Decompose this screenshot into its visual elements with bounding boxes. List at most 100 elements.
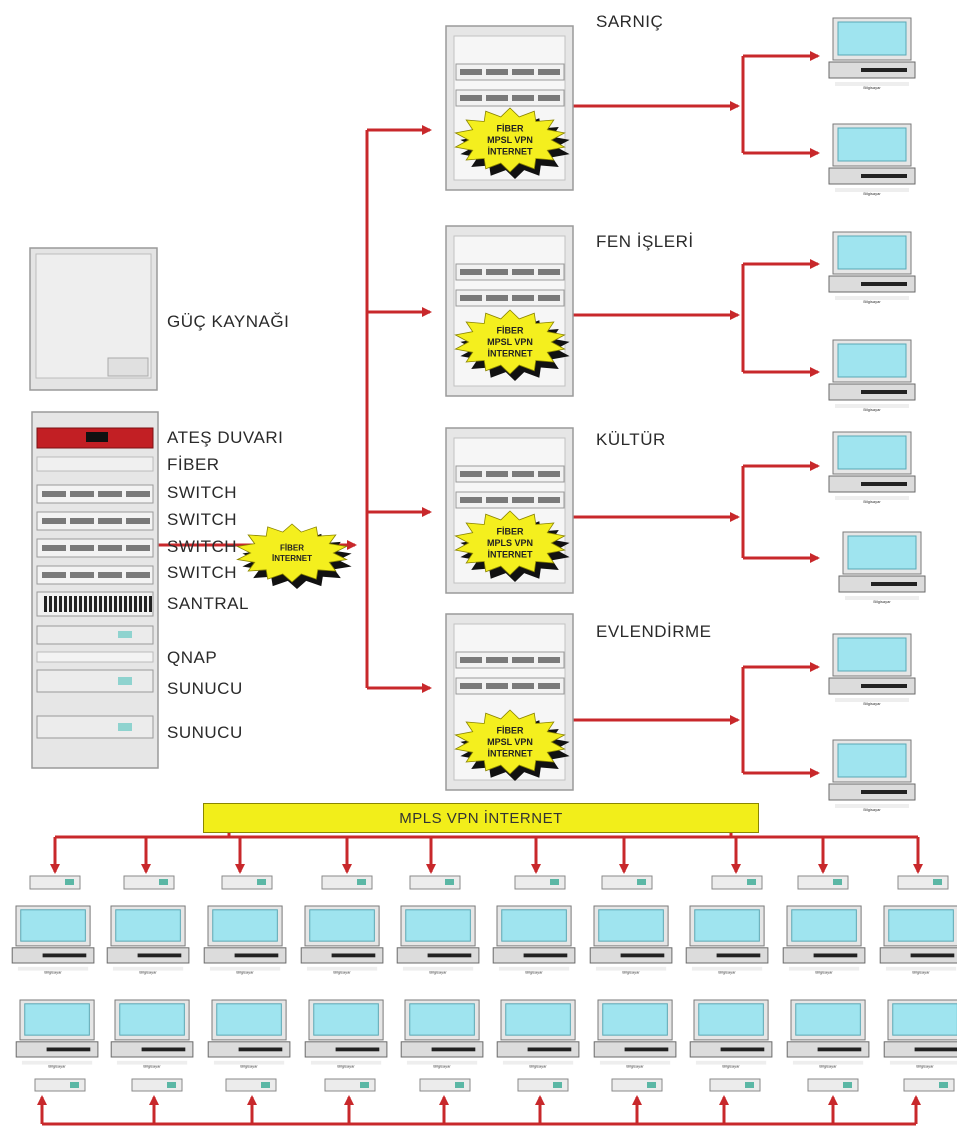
bus-pc-top-3-caption-strip [209,966,281,971]
site-switch-kultur-2 [455,491,565,509]
switch-port-row [126,545,150,551]
site-pc-8-caption: Bilgisayar [863,807,881,812]
site-badge-sarnic-line-3: İNTERNET [488,147,534,157]
bus-pc-bottom-2-drive [141,1047,186,1052]
bus-modem-top-led-7 [637,879,646,885]
switch-port-row [42,491,66,497]
site-pc-2-caption-strip [835,188,909,192]
bus-pc-top-1-caption: Bilgisayar [44,969,62,974]
switch-port-row [512,95,534,101]
bus-modem-bottom-led-1 [70,1082,79,1088]
pbx-bar [149,596,152,612]
fiber-label: FİBER [167,455,220,474]
server-label-2: SUNUCU [167,723,243,742]
switch-port-row [538,269,560,275]
bus-modem-top-led-9 [833,879,842,885]
switch-port-row [126,572,150,578]
bus-pc-top-10-caption-strip [885,966,957,971]
site-switch-kultur-1 [455,465,565,483]
qnap-unit [36,625,154,645]
power-supply-panel [35,253,152,379]
site-pc-4-caption: Bilgisayar [863,407,881,412]
bus-pc-bottom-9-screen [795,1003,861,1036]
bus-pc-top-6-drive [523,953,568,958]
site-pc-1-caption: Bilgisayar [863,85,881,90]
bus-modem-bottom-led-9 [843,1082,852,1088]
bus-modem-bottom-led-7 [647,1082,656,1088]
server-1-unit [36,669,154,693]
switch-port-row [486,471,508,477]
bus-pc-bottom-1-drive [46,1047,91,1052]
bus-pc-bottom-7-drive [624,1047,669,1052]
switch-port-row [538,69,560,75]
bus-pc-bottom-4-screen [313,1003,379,1036]
switch-port-row [538,471,560,477]
pbx-bar [124,596,127,612]
pbx-bar [109,596,112,612]
bus-modem-bottom-led-8 [745,1082,754,1088]
switch-port-row [538,657,560,663]
site-pc-2-caption: Bilgisayar [863,191,881,196]
uplink-badge-line-1: FİBER [280,544,304,553]
bus-pc-top-9-caption-strip [788,966,860,971]
bus-pc-top-6-caption: Bilgisayar [525,969,543,974]
site-pc-3-screen [837,235,907,270]
bus-pc-bottom-2-caption-strip [116,1060,188,1065]
site-switch-sarnic-2 [455,89,565,107]
bus-pc-top-3-screen [212,909,278,942]
bus-pc-bottom-5-caption: Bilgisayar [433,1063,451,1068]
site-pc-5-drive [861,482,907,486]
bus-pc-top-9-screen [791,909,857,942]
bus-modem-bottom-led-4 [360,1082,369,1088]
switch-port-row [98,572,122,578]
pbx-bar [104,596,107,612]
bus-modem-bottom-led-6 [553,1082,562,1088]
switch-port-row [538,683,560,689]
bus-pc-top-2-caption-strip [112,966,184,971]
bus-modem-top-led-5 [445,879,454,885]
site-badge-evlendirme [454,709,566,775]
site-pc-4-screen [837,343,907,378]
bus-pc-top-4-drive [331,953,376,958]
switch-port-row [70,572,94,578]
bus-modem-top-led-1 [65,879,74,885]
bus-modem-top-led-10 [933,879,942,885]
switch-label-2: SWITCH [167,510,238,529]
switch-port-row [460,69,482,75]
site-pc-2-screen [837,127,907,162]
switch-port-row [512,683,534,689]
site-pc-6-caption-strip [845,596,919,600]
switch-port-row [98,491,122,497]
bus-pc-bottom-6-caption: Bilgisayar [529,1063,547,1068]
uplink-badge-line-2: İNTERNET [272,554,312,563]
switch-port-row [460,295,482,301]
pbx-bar [129,596,132,612]
bus-modem-bottom-led-10 [939,1082,948,1088]
site-badge-kultur [454,510,566,576]
bus-pc-top-7-caption-strip [595,966,667,971]
switch-label-1: SWITCH [167,483,238,502]
rack-switch-1 [36,484,154,504]
pbx-bar [144,596,147,612]
switch-port-row [486,497,508,503]
bus-pc-bottom-7-screen [602,1003,668,1036]
bus-pc-top-2-drive [137,953,182,958]
site-pc-7-caption-strip [835,698,909,702]
site-badge-evlendirme-line-3: İNTERNET [488,749,534,759]
bus-modem-bottom-led-5 [455,1082,464,1088]
switch-port-row [512,295,534,301]
bus-pc-bottom-5-caption-strip [406,1060,478,1065]
bus-pc-bottom-5-drive [431,1047,476,1052]
switch-port-row [538,497,560,503]
bus-pc-bottom-3-caption-strip [213,1060,285,1065]
site-pc-5-screen [837,435,907,470]
site-badge-kultur-line-3: İNTERNET [488,550,534,560]
bus-pc-top-4-screen [309,909,375,942]
site-pc-4-drive [861,390,907,394]
bus-pc-top-9-caption: Bilgisayar [815,969,833,974]
switch-port-row [42,518,66,524]
site-badge-evlendirme-line-2: MPSL VPN [487,737,533,747]
fiber-panel [36,456,154,472]
site-pc-8-drive [861,790,907,794]
bus-pc-bottom-1-screen [24,1003,90,1036]
